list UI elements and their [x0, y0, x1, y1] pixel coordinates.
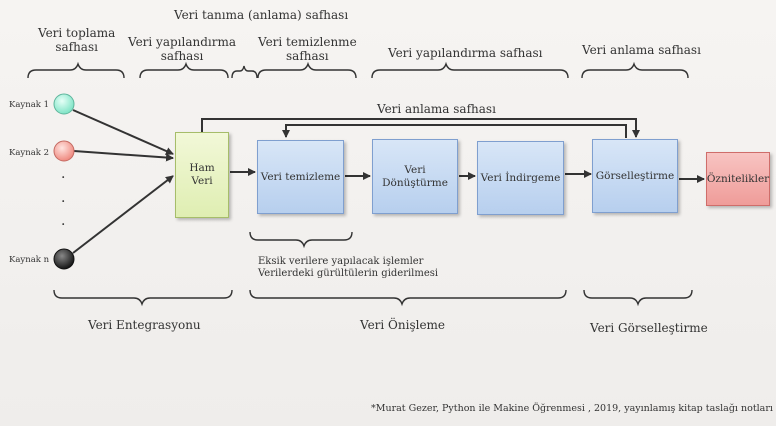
features-box: Öznitelikler [706, 152, 770, 206]
arrow-source1 [72, 109, 174, 155]
source-dot-3: · [61, 217, 66, 233]
brace-preprocessing [249, 289, 567, 307]
transform-box: Veri Dönüştürme [372, 139, 458, 214]
source1-label: Kaynak 1 [9, 100, 50, 110]
visualization-label: Veri Görselleştirme [590, 321, 708, 335]
feedback-label: Veri anlama safhası [377, 102, 496, 116]
brace-cleaning [257, 61, 357, 79]
source1-node [53, 93, 75, 115]
transform-line1: Veri [404, 163, 426, 176]
source-dot-1: · [61, 170, 66, 186]
brace-collection [27, 61, 125, 79]
raw-data-box: Ham Veri [175, 132, 229, 218]
source-dot-2: · [61, 194, 66, 210]
raw-data-line2: Veri [191, 175, 213, 187]
feedback-outer [201, 118, 640, 138]
phase-structuring-left-line1: Veri yapılandırma [128, 35, 237, 49]
reduce-box: Veri İndirgeme [477, 141, 564, 215]
phase-collection-line1: Veri toplama [38, 26, 116, 40]
preprocessing-label: Veri Önişleme [360, 318, 446, 332]
cleaning-box: Veri temizleme [257, 140, 344, 214]
brace-visualization [583, 289, 693, 307]
phase-understanding-label: Veri anlama safhası [582, 43, 701, 57]
brace-structuring-left [139, 61, 229, 79]
phase-structuring-right-label: Veri yapılandırma safhası [388, 46, 543, 60]
phase-structuring-left-label: Veri yapılandırma safhası [128, 35, 236, 63]
phase-collection-label: Veri toplama safhası [38, 26, 115, 54]
cleaning-note-2: Verilerdeki gürültülerin giderilmesi [258, 268, 439, 279]
visualize-box: Görselleştirme [592, 139, 678, 213]
transform-line2: Dönüştürme [382, 176, 448, 189]
phase-structuring-left-line2: safhası [160, 49, 204, 63]
raw-data-line1: Ham [189, 162, 215, 174]
phase-cleaning-label: Veri temizlenme safhası [258, 35, 357, 63]
sourceN-label: Kaynak n [9, 255, 50, 265]
phase-cleaning-line2: safhası [286, 49, 329, 63]
source2-label: Kaynak 2 [9, 148, 50, 158]
phase-cleaning-line1: Veri temizlenme [258, 35, 357, 49]
integration-label: Veri Entegrasyonu [88, 318, 201, 332]
arrow-sourceN [72, 175, 174, 254]
phase-collection-line2: safhası [55, 40, 98, 54]
source2-node [53, 140, 75, 162]
feedback-inner [282, 124, 627, 138]
brace-small [231, 65, 258, 79]
arrow-source2 [73, 150, 174, 162]
brace-cleaning-notes [249, 231, 353, 249]
phase-definition-label: Veri tanıma (anlama) safhası [174, 8, 349, 22]
brace-understanding [581, 61, 689, 79]
footnote: *Murat Gezer, Python ile Makine Öğrenmes… [371, 403, 773, 414]
brace-integration [53, 289, 233, 307]
brace-structuring-right [371, 61, 569, 79]
cleaning-note-1: Eksik verilere yapılacak işlemler [258, 256, 424, 267]
sourceN-node [53, 248, 75, 270]
